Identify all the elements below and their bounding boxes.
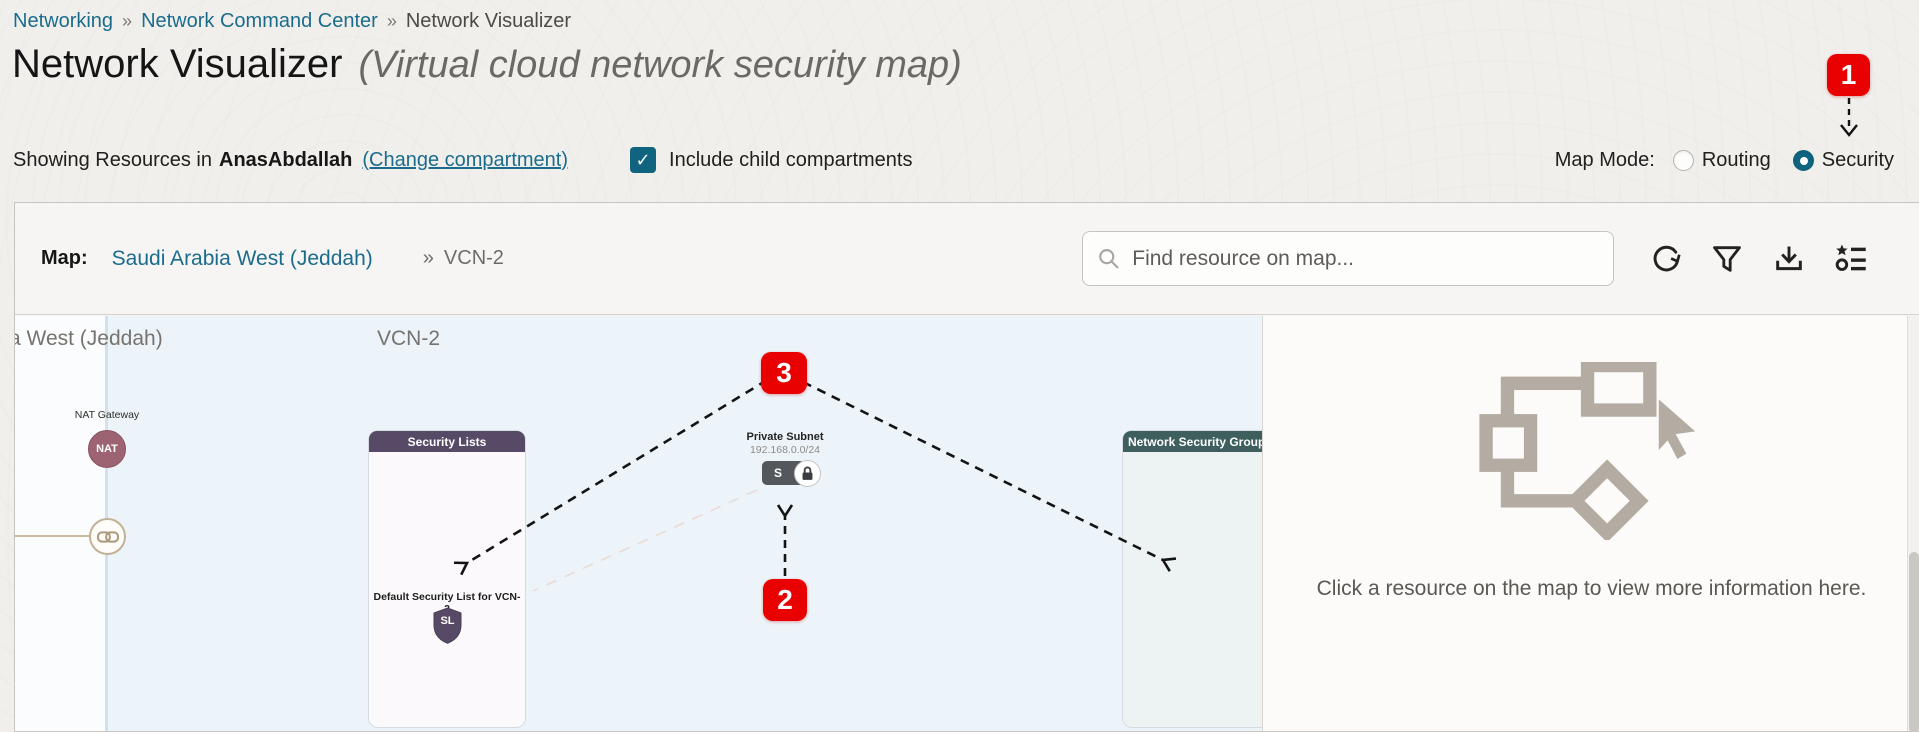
canvas-vcn-label: VCN-2 <box>377 327 441 350</box>
breadcrumb-network-visualizer: Network Visualizer <box>405 10 572 32</box>
scrollbar-thumb[interactable] <box>1909 552 1919 731</box>
cursor-arrow-icon <box>1658 399 1695 460</box>
security-list-badge: SL <box>440 615 455 627</box>
map-mode-routing-label[interactable]: Routing <box>1701 148 1771 171</box>
search-input[interactable] <box>1132 246 1599 271</box>
breadcrumb-separator: » <box>122 11 133 31</box>
toolbar-icon-group <box>1646 240 1919 278</box>
map-mode-group: Map Mode: Routing Security <box>1555 149 1906 172</box>
include-child-compartments-label: Include child compartments <box>669 148 913 171</box>
map-search-box <box>1082 231 1614 286</box>
search-icon <box>1099 249 1119 269</box>
annotation-badge-1: 1 <box>1827 54 1870 96</box>
map-label: Map: <box>41 247 88 269</box>
download-icon[interactable] <box>1770 240 1808 278</box>
compartment-name: AnasAbdallah <box>219 148 353 171</box>
region-link[interactable]: Saudi Arabia West (Jeddah) <box>111 246 373 270</box>
title-row: Network Visualizer (Virtual cloud networ… <box>12 42 962 87</box>
breadcrumb-separator: » <box>386 11 397 31</box>
map-mode-radio-security[interactable] <box>1792 149 1814 171</box>
private-subnet-label: Private Subnet 192.168.0.0/24 <box>715 431 855 456</box>
vcn-separator: » <box>422 247 434 269</box>
details-panel: Click a resource on the map to view more… <box>1262 316 1919 731</box>
visualizer-panel: Map: Saudi Arabia West (Jeddah) » VCN-2 <box>14 202 1919 732</box>
breadcrumb-networking[interactable]: Networking <box>13 10 114 32</box>
network-security-groups-header: Network Security Groups <box>1123 431 1262 452</box>
include-child-compartments-checkbox[interactable]: ✓ <box>630 147 657 173</box>
canvas-region-label: a West (Jeddah) <box>15 327 163 350</box>
vcn-region <box>106 316 1262 731</box>
security-lists-header: Security Lists <box>369 431 525 452</box>
breadcrumb-network-command-center[interactable]: Network Command Center <box>141 10 378 32</box>
connection-line <box>15 535 92 537</box>
annotation-badge-3: 3 <box>761 352 807 394</box>
network-security-groups-panel: Network Security Groups <box>1123 431 1262 727</box>
nat-gateway-node[interactable]: NAT <box>88 430 126 468</box>
filter-icon[interactable] <box>1708 240 1746 278</box>
details-scrollbar[interactable] <box>1907 316 1919 731</box>
subnet-badge: S <box>773 466 782 480</box>
map-mode-security-label[interactable]: Security <box>1821 148 1894 171</box>
private-subnet-cidr: 192.168.0.0/24 <box>749 444 821 456</box>
nat-gateway-label: NAT Gateway <box>74 409 140 421</box>
content-row: a West (Jeddah) VCN-2 NAT Gateway NAT Se… <box>15 316 1919 731</box>
page-subtitle: (Virtual cloud network security map) <box>358 44 962 86</box>
annotation-arrow-1 <box>1840 98 1858 137</box>
breadcrumb: Networking » Network Command Center » Ne… <box>13 10 571 33</box>
page-title: Network Visualizer <box>12 42 343 86</box>
map-mode-label: Map Mode: <box>1554 148 1655 171</box>
vcn-breadcrumb: » VCN-2 <box>423 247 504 270</box>
refresh-icon[interactable] <box>1646 240 1684 278</box>
security-lists-panel: Security Lists Default Security List for… <box>369 431 525 727</box>
showing-resources-label: Showing Resources in <box>13 148 212 171</box>
map-canvas[interactable]: a West (Jeddah) VCN-2 NAT Gateway NAT Se… <box>15 316 1262 731</box>
subnet-lock-node[interactable] <box>794 460 821 487</box>
change-compartment-link[interactable]: (Change compartment) <box>362 148 569 171</box>
map-mode-radio-routing[interactable] <box>1672 149 1694 171</box>
details-message: Click a resource on the map to view more… <box>1316 577 1867 600</box>
legend-icon[interactable] <box>1832 240 1870 278</box>
vcn-name: VCN-2 <box>443 247 504 269</box>
controls-row: Showing Resources in AnasAbdallah (Chang… <box>13 143 1906 177</box>
checkbox-check-icon: ✓ <box>635 150 651 170</box>
lock-icon <box>802 466 813 480</box>
private-subnet-name: Private Subnet <box>746 431 824 443</box>
security-list-node[interactable]: SL <box>432 607 463 649</box>
network-diagram-placeholder-icon <box>1478 362 1695 540</box>
shield-icon <box>433 607 462 644</box>
chain-link-icon <box>96 530 119 543</box>
annotation-badge-2: 2 <box>763 579 807 621</box>
link-node[interactable] <box>89 518 126 555</box>
map-toolbar: Map: Saudi Arabia West (Jeddah) » VCN-2 <box>15 203 1919 315</box>
